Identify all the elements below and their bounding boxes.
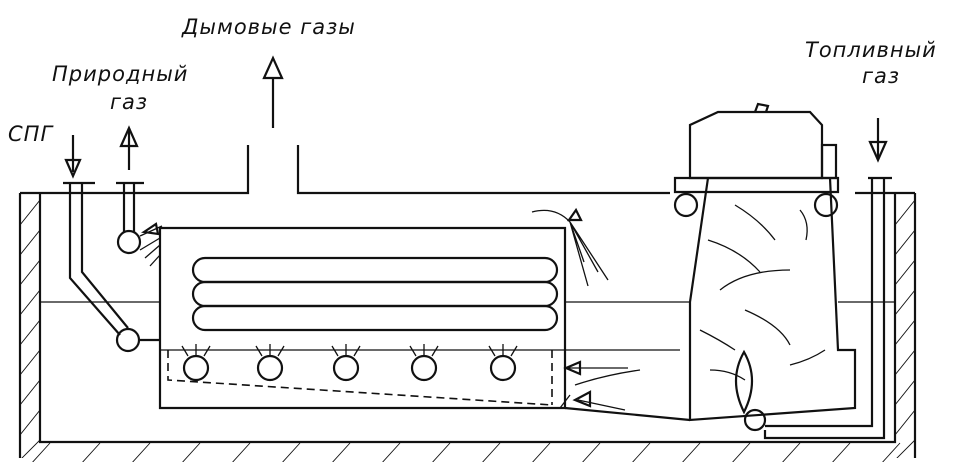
left-wall-hatching (20, 199, 40, 458)
fuel-gas-pipe (763, 118, 892, 440)
burner-chamber (167, 344, 553, 406)
fuel-gas-label-line2: газ (862, 64, 901, 88)
tank-bath (18, 145, 917, 458)
fuel-gas-label-line1: Топливный (805, 38, 937, 62)
combustion-chamber (564, 102, 857, 422)
water-sprays (139, 207, 609, 287)
lng-label: СПГ (8, 122, 54, 146)
natural-gas-label-line1: Природный (52, 62, 189, 86)
heat-exchanger (158, 226, 680, 410)
flue-gases-label: Дымовые газы (182, 15, 356, 39)
natural-gas-label-line2: газ (110, 90, 149, 114)
burner-flame (734, 349, 767, 432)
bottom-wall-hatching (32, 442, 901, 462)
right-wall-hatching (895, 199, 915, 458)
flue-gas-arrow (262, 55, 284, 128)
gas-flow-arrows (559, 360, 641, 411)
natural-gas-pipe (116, 125, 163, 255)
lng-inlet-pipe (63, 135, 160, 353)
